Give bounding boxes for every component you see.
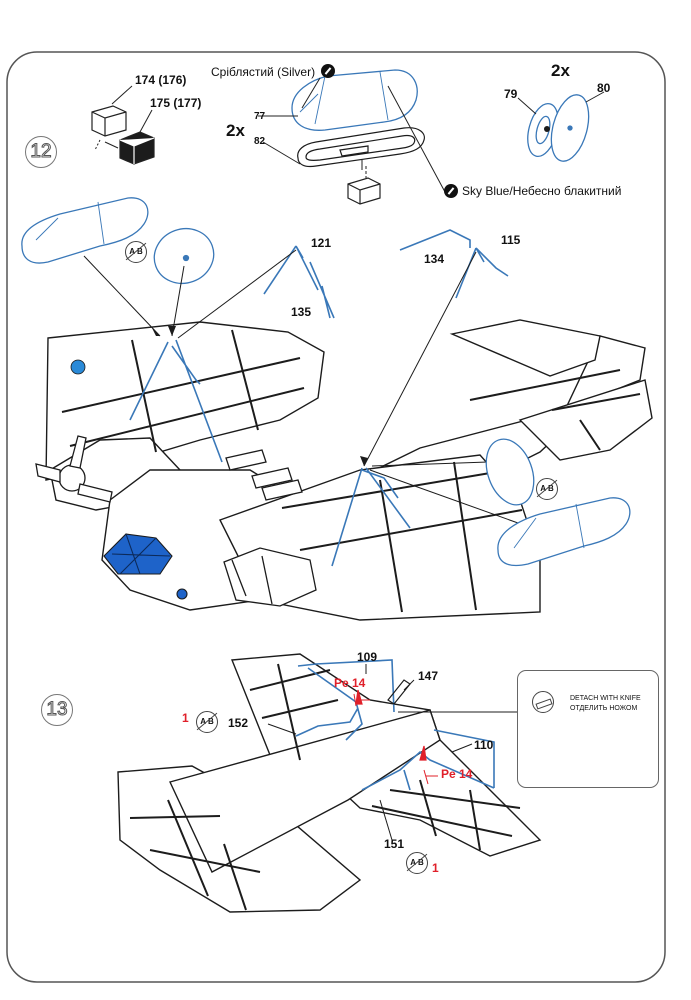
part-label-77: 77 [254,111,266,122]
float-small-box [347,177,381,205]
pe14-markers [353,689,429,785]
engine-right [223,547,317,607]
canopy-blue [103,533,188,600]
ab-symbol-12-left: A B [125,241,147,263]
part-label-151: 151 [384,837,405,851]
wheel-multiplier: 2x [551,61,570,80]
detach-inset: DETACH WITH KNIFE ОТДЕЛИТЬ НОЖОМ [517,670,659,788]
float-part-82 [297,127,425,168]
nose-dome [70,359,86,375]
part-label-79: 79 [504,87,518,101]
paint-silver-label: Сріблястий (Silver) [211,65,316,79]
nacelle-slots [225,449,303,501]
page-frame [6,51,666,983]
step-13-number: 13 [41,694,73,726]
part-label-82: 82 [254,136,266,147]
part-label-135: 135 [291,305,312,319]
quantity-right: 1 [432,861,439,875]
paint-silver-icon [321,64,335,78]
installed-struts-13 [295,659,495,791]
loose-float-right [497,497,631,567]
part-label-174: 174 (176) [135,73,187,87]
strut-set-121-135 [263,245,335,319]
paint-skyblue-icon [444,184,458,198]
part-label-109: 109 [357,650,378,664]
part-label-134: 134 [424,252,445,266]
strut-set-134-115 [399,229,509,299]
loose-wheel-left [153,227,215,285]
paint-skyblue-label: Sky Blue/Небесно блакитний [462,184,622,198]
leaders-13 [267,664,520,841]
strut-147 [387,679,411,705]
propeller [35,435,113,503]
arrow-heads-12 [152,326,368,466]
assembly-arrows-12 [83,249,533,529]
ab-symbol-12-right: A B [536,478,558,500]
inset-text-ru: ОТДЕЛИТЬ НОЖОМ [570,705,638,712]
float-leaders [258,77,446,193]
wheel-leaders [517,91,605,115]
step-12-number: 12 [25,136,57,168]
knife-icon [532,691,554,713]
pe14-callout-right: Pe 14 [441,767,473,781]
part-label-115: 115 [501,233,521,247]
part-label-121: 121 [311,236,332,250]
part-label-80: 80 [597,81,611,95]
part-label-152: 152 [228,716,249,730]
ab-symbol-13-left: A B [196,711,218,733]
aircraft-body-13 [117,653,542,913]
aircraft-panel-lines-12 [61,329,641,613]
part-label-110: 110 [474,738,494,752]
loose-wheel-right [485,438,535,506]
inset-text-en: DETACH WITH KNIFE [570,695,641,702]
part-label-175: 175 (177) [150,96,202,110]
quantity-left: 1 [182,711,189,725]
ab-symbol-13-right: A B [406,852,428,874]
part-174-175-boxes [91,105,155,165]
pe14-callout-left: Pe 14 [334,676,366,690]
installed-struts-12 [129,339,411,567]
part-174-175-leaders [94,85,153,151]
wheel-parts-79-80 [527,94,590,162]
loose-float-left [21,197,149,264]
aircraft-panel-lines-13 [129,663,521,911]
float-multiplier: 2x [226,121,245,140]
float-part-77 [291,69,418,131]
part-label-147: 147 [418,669,439,683]
